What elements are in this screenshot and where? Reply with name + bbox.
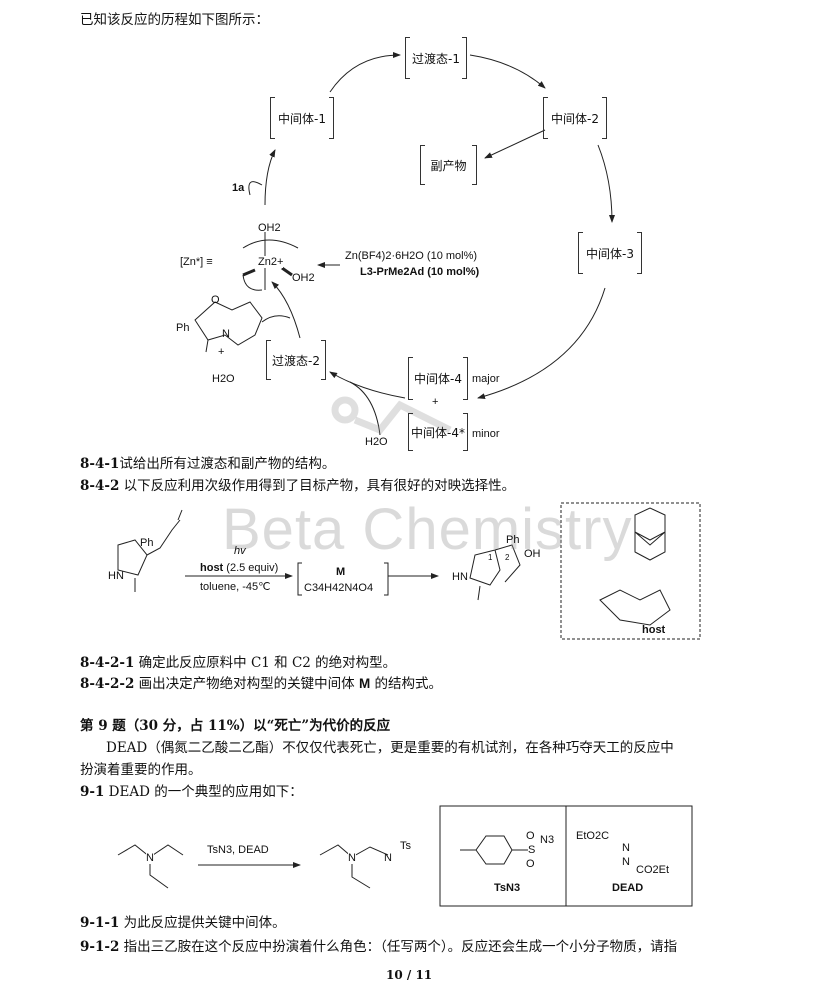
arrow-ts1-int2 (469, 54, 546, 89)
m-bold: M (358, 676, 371, 691)
ph-label: Ph (140, 537, 154, 549)
q-num: 8-4-1 (80, 456, 120, 472)
q-num: 8-4-2-1 (80, 655, 135, 671)
intermediate-m: M (336, 566, 346, 578)
arrow-int2-int3 (597, 144, 615, 223)
tsn3-label: TsN3 (494, 882, 521, 894)
o-label: O (526, 830, 535, 842)
q-text: 画出决定产物绝对构型的关键中间体 (134, 676, 359, 692)
ts-label: Ts (400, 840, 411, 852)
host-equiv: (2.5 equiv) (223, 562, 279, 574)
arrow-ts2-zn (271, 281, 301, 339)
dead-label: DEAD (612, 882, 644, 894)
question-9-title: 第 9 题（30 分，占 11%）以“死亡”为代价的反应 (80, 718, 391, 734)
plus-sign: + (432, 396, 439, 408)
h2o-left: H2O (212, 373, 235, 385)
q-text: 确定此反应原料中 C1 和 C2 的绝对构型。 (134, 655, 397, 671)
arrow-zn-int1 (264, 149, 276, 206)
o-label: O (526, 858, 535, 870)
reagent-zn-salt: Zn(BF4)2·6H2O (10 mol%) (345, 250, 478, 262)
arrow-int4-ts2 (329, 371, 406, 399)
host-bold: host (200, 562, 224, 574)
c1-label: 1 (488, 553, 493, 562)
int3-box: 中间体-3 (578, 232, 642, 274)
o-label: O (211, 294, 220, 306)
solvent-temp: toluene, -45℃ (200, 581, 271, 593)
int1-box: 中间体-1 (270, 97, 334, 139)
page-number: 10 / 11 (386, 968, 433, 982)
q-num: 8-4-2 (80, 478, 120, 494)
ph-label: Ph (506, 534, 520, 546)
zn-center: Zn2+ (258, 256, 284, 268)
ts1-box: 过渡态-1 (405, 37, 467, 79)
m-formula: C34H42N4O4 (304, 582, 374, 594)
n-label: N (622, 856, 630, 868)
n3-label: N3 (540, 834, 555, 846)
arrow-int2-byproduct (484, 129, 546, 159)
arrow-int1-ts1 (329, 52, 401, 93)
host-label: host (642, 624, 666, 636)
n-label: N (384, 852, 392, 864)
question-9-paragraph-1: DEAD（偶氮二乙酸二乙酯）不仅仅代表死亡，更是重要的有机试剂，在各种巧夺天工的… (106, 740, 674, 756)
watermark: Beta Chemistry (222, 497, 633, 562)
oh-label: OH (524, 548, 541, 560)
ph-label: Ph (176, 322, 190, 334)
byproduct-box: 副产物 (420, 145, 477, 185)
int2-box: 中间体-2 (543, 97, 607, 139)
co2et-label: CO2Et (636, 864, 670, 876)
c2-label: 2 (505, 553, 510, 562)
question-9-paragraph-2: 扮演着重要的作用。 (80, 762, 202, 778)
ts2-box: 过渡态-2 (266, 340, 326, 380)
q-text: 以下反应利用次级作用得到了目标产物，具有很好的对映选择性。 (119, 478, 516, 494)
q-text: 指出三乙胺在这个反应中扮演着什么角色：（任写两个）。反应还会生成一个小分子物质，… (119, 939, 678, 955)
n-label: N (146, 852, 154, 864)
eto2c-label: EtO2C (576, 830, 610, 842)
question-8-4-2: 8-4-2 以下反应利用次级作用得到了目标产物，具有很好的对映选择性。 (80, 477, 515, 495)
oh2-right: OH2 (292, 272, 315, 284)
minor-label: minor (472, 428, 500, 440)
n-label: N (222, 328, 230, 340)
question-8-4-1: 8-4-1试给出所有过渡态和副产物的结构。 (80, 455, 335, 473)
q-num: 9-1-2 (80, 939, 120, 955)
major-label: major (472, 373, 500, 385)
plus-left: + (218, 346, 225, 358)
h2o-bottom: H2O (365, 436, 388, 448)
n-label: N (348, 852, 356, 864)
q-text: 试给出所有过渡态和副产物的结构。 (119, 456, 336, 472)
question-9-1-1: 9-1-1 为此反应提供关键中间体。 (80, 914, 286, 932)
hn-label: HN (108, 570, 124, 582)
q-num: 8-4-2-2 (80, 676, 135, 692)
s-label: S (528, 844, 536, 856)
q-text: DEAD 的一个典型的应用如下： (104, 784, 303, 800)
question-8-4-2-1: 8-4-2-1 确定此反应原料中 C1 和 C2 的绝对构型。 (80, 654, 396, 672)
n-label: N (622, 842, 630, 854)
zn-equiv-label: [Zn*] ≡ (180, 256, 213, 268)
int4s-box: 中间体-4* (408, 413, 468, 451)
arrow-int3-int4 (477, 287, 606, 400)
oh2-top: OH2 (258, 222, 281, 234)
label-1a: 1a (232, 182, 245, 194)
q-text-tail: 的结构式。 (370, 676, 443, 692)
int4-box: 中间体-4 (408, 357, 468, 400)
question-8-4-2-2: 8-4-2-2 画出决定产物绝对构型的关键中间体 M 的结构式。 (80, 675, 442, 693)
q-num: 9-1-1 (80, 915, 120, 931)
q-text: 为此反应提供关键中间体。 (119, 915, 286, 931)
hn-label: HN (452, 571, 468, 583)
reagent-ligand: L3-PrMe2Ad (10 mol%) (360, 266, 480, 278)
question-9-1: 9-1 DEAD 的一个典型的应用如下： (80, 783, 303, 801)
question-9-1-2: 9-1-2 指出三乙胺在这个反应中扮演着什么角色：（任写两个）。反应还会生成一个… (80, 938, 677, 956)
host-condition: host (2.5 equiv) (200, 562, 278, 574)
intro-text: 已知该反应的历程如下图所示： (80, 12, 269, 28)
reagents-label: TsN3, DEAD (207, 844, 269, 856)
q-num: 9-1 (80, 784, 105, 800)
hv-label: hv (234, 545, 246, 557)
